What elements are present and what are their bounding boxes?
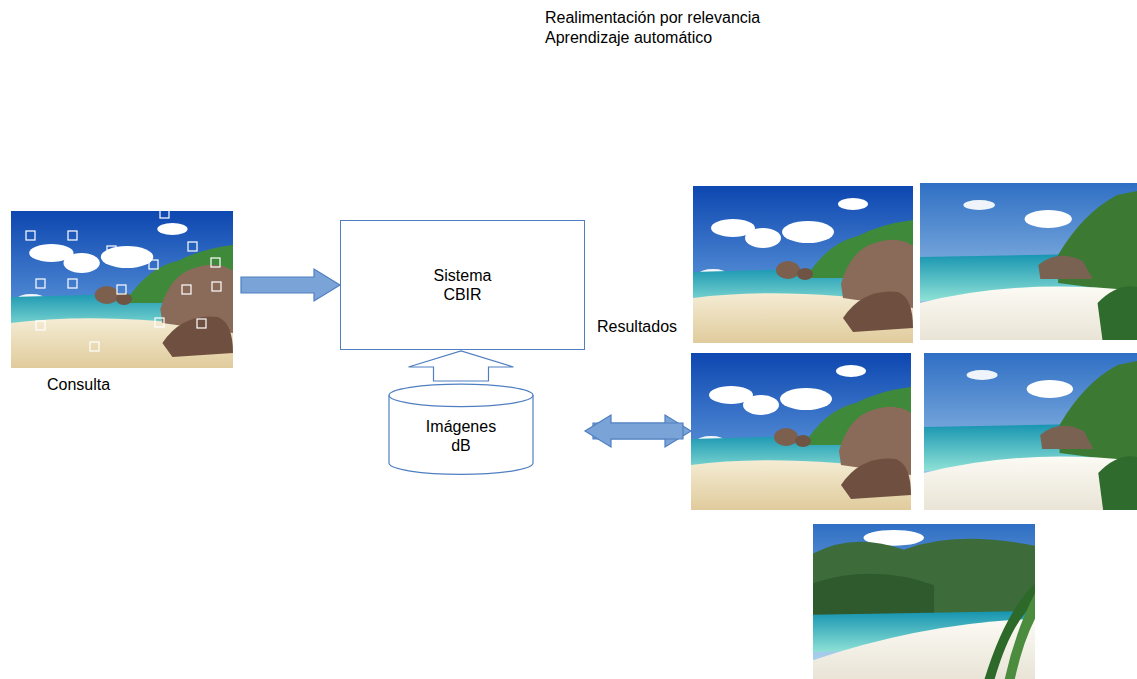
results-group: Resultados — [691, 183, 1137, 679]
database-cylinder: Imágenes dB — [388, 383, 534, 475]
block-arrow — [585, 415, 683, 447]
edge-label: Realimentación por relevancia Aprendizaj… — [545, 8, 769, 48]
node-label: Sistema CBIR — [427, 266, 499, 304]
node-label: Imágenes dB — [421, 417, 501, 455]
edge-label-holder: Realimentación por relevancia Aprendizaj… — [545, 8, 769, 48]
image-caption: Resultados — [597, 317, 677, 336]
block-arrow — [241, 269, 340, 301]
image-caption: Consulta — [47, 375, 110, 394]
query-image: Consulta — [11, 211, 233, 368]
process-box: Sistema CBIR — [340, 220, 585, 350]
block-arrow — [409, 351, 514, 381]
